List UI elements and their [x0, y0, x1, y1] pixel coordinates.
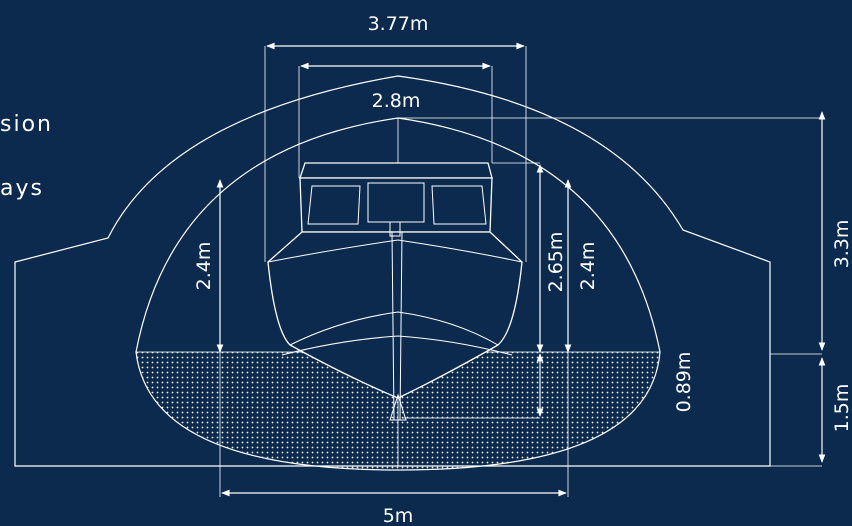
top-width-label: 3.77m: [368, 13, 429, 35]
water-depth-label: 1.5m: [831, 384, 852, 433]
boat: [267, 162, 523, 421]
side-text-line-2: ays: [0, 176, 44, 201]
base-width-label: 5m: [383, 505, 414, 526]
left-height-label: 2.4m: [193, 242, 215, 291]
tunnel-outer-outline: [14, 75, 771, 467]
right-height-label: 2.4m: [577, 242, 599, 291]
side-text-line-1: sion: [0, 112, 53, 137]
total-height-label: 3.3m: [831, 220, 852, 269]
draft-label: 0.89m: [673, 352, 695, 413]
center-height-label: 2.65m: [545, 232, 567, 293]
inner-width-label: 2.8m: [372, 90, 421, 112]
